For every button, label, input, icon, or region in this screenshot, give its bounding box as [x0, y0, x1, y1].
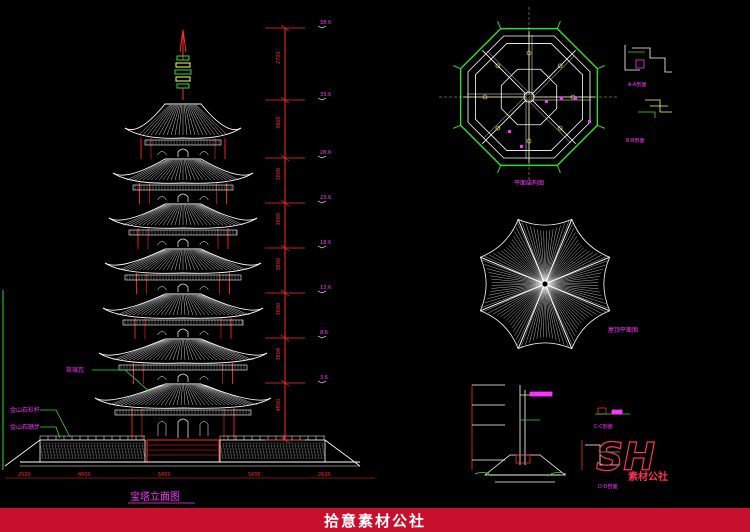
height-dimension: 3800 [276, 348, 282, 361]
level-mark: 23.6 [320, 195, 331, 201]
level-mark: 13.6 [320, 285, 331, 291]
base-dimension: 4500 [78, 472, 91, 478]
level-mark: 8.6 [320, 330, 328, 336]
height-dimension: 3800 [276, 116, 282, 129]
level-mark: 18.6 [320, 240, 331, 246]
level-dimension-line: 38.6 33.6 28.6 23.6 18.6 13.6 8.6 3.6 2700 3800 38… [265, 20, 331, 444]
level-mark: 33.6 [320, 92, 331, 98]
level-mark: 38.6 [320, 20, 331, 26]
height-dimension: 3800 [276, 213, 282, 226]
pagoda-tier [112, 158, 254, 204]
pagoda-tier [94, 383, 272, 440]
pagoda-tier [104, 248, 262, 294]
callout-lines [40, 369, 151, 439]
detail-a-section [624, 45, 672, 118]
plan-caption: 平面结构图 [514, 179, 544, 187]
elevation-title: 宝塔立面图 [130, 490, 180, 503]
pagoda-tier [124, 103, 242, 159]
section-d-caption: D-D剖面 [598, 483, 618, 490]
bottom-section-detail [471, 384, 567, 483]
callout-steps: 金山石踏步 [10, 423, 40, 431]
roof-plan-view [479, 218, 611, 350]
pagoda-base: 2500 4500 5000 5000 2500 [4, 435, 375, 479]
section-a-caption: A-A剖面 [628, 81, 646, 88]
base-dimension: 2500 [18, 472, 31, 478]
cad-drawing: 2500 4500 5000 5000 2500 38.6 33.6 28.6 23.6 18.… [2, 7, 672, 504]
footer-banner: 拾意素材公社 [0, 508, 750, 532]
pagoda-tier [108, 203, 258, 249]
base-dimension: 2500 [318, 472, 331, 478]
callout-railing: 金山石栏杆 [10, 406, 40, 414]
roof-plan-caption: 屋顶平面图 [608, 327, 638, 334]
pagoda-spire [174, 29, 192, 100]
height-dimension: 3800 [276, 168, 282, 181]
pagoda-tier [98, 338, 268, 384]
level-mark: 28.6 [320, 150, 331, 156]
plan-structure-view [439, 7, 619, 187]
detail-c-section [581, 407, 630, 470]
base-dimension: 5000 [248, 472, 261, 478]
footer-text: 拾意素材公社 [323, 511, 426, 530]
watermark-logo: SH 素材公社 [595, 434, 668, 483]
height-dimension: 2700 [276, 51, 282, 64]
base-dimension: 5000 [158, 472, 171, 478]
watermark-text: 素材公社 [628, 470, 668, 483]
callout-roof-tile: 琉璃瓦 [66, 366, 84, 374]
height-dimension: 3800 [276, 258, 282, 271]
pagoda-elevation: 2500 4500 5000 5000 2500 [4, 29, 375, 479]
section-b-caption: B-B剖面 [626, 137, 645, 144]
height-dimension: 4500 [276, 399, 282, 412]
pagoda-tier [102, 293, 264, 339]
level-mark: 3.6 [320, 375, 328, 381]
height-dimension: 3800 [276, 303, 282, 316]
watermark-letters: SH [596, 435, 655, 479]
cad-drawing-canvas: 2500 4500 5000 5000 2500 38.6 33.6 28.6 23.6 18.… [2, 7, 672, 504]
section-c-caption: C-C剖面 [594, 423, 613, 430]
